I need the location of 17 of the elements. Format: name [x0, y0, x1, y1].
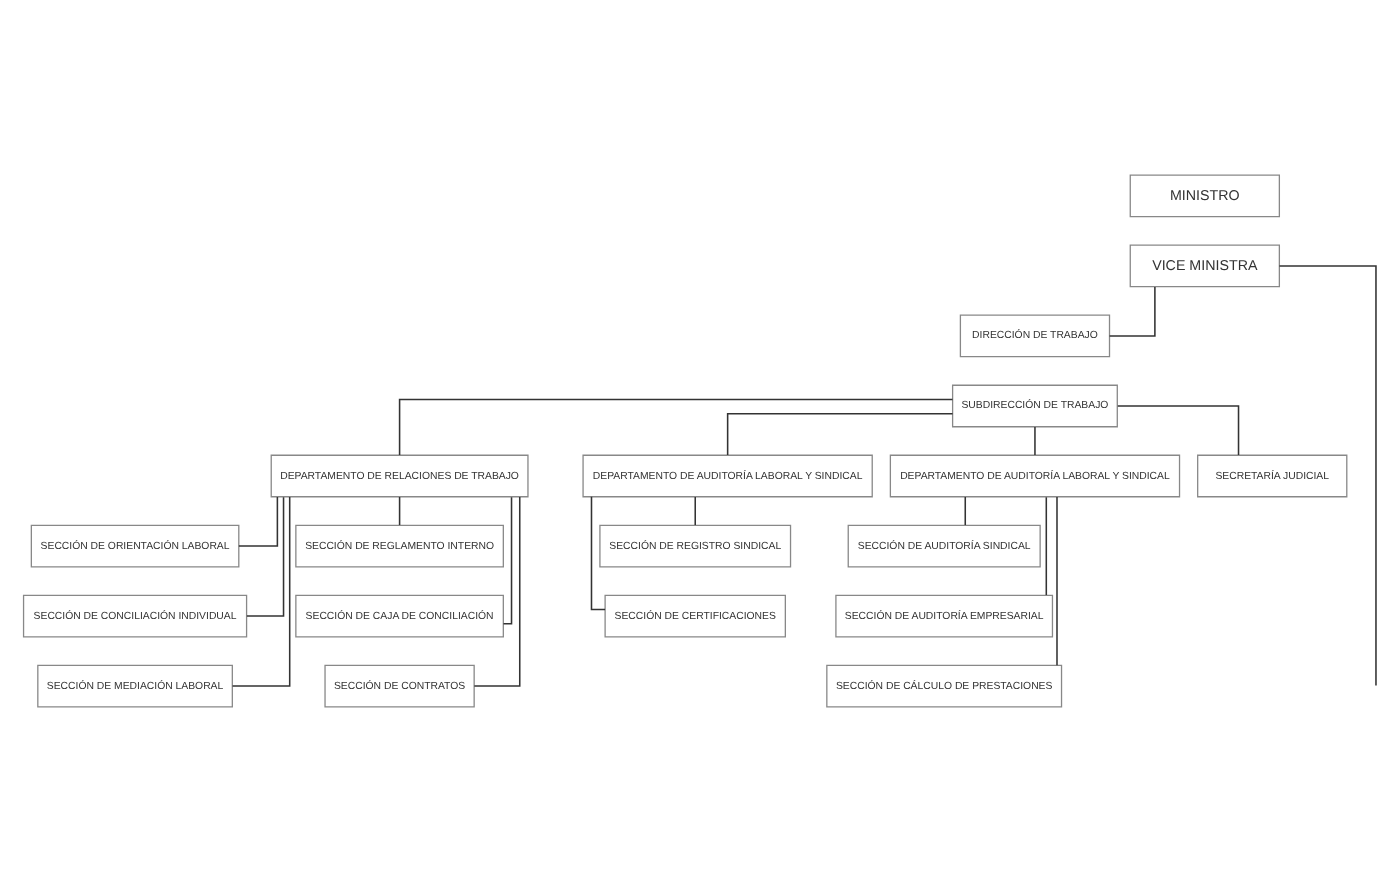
connector	[502, 496, 513, 625]
connector	[398, 496, 401, 526]
connector	[1034, 426, 1036, 456]
connector	[238, 496, 279, 547]
connector	[1108, 286, 1156, 337]
connector	[246, 496, 285, 617]
connector	[473, 496, 521, 687]
connector	[1116, 405, 1240, 456]
connector	[590, 496, 606, 611]
connector	[398, 398, 954, 456]
connector	[726, 413, 954, 456]
connector	[1045, 496, 1048, 596]
connector	[694, 496, 696, 526]
connector	[964, 496, 967, 526]
connector	[1278, 265, 1377, 687]
connector	[231, 496, 291, 687]
connector	[1056, 496, 1058, 666]
